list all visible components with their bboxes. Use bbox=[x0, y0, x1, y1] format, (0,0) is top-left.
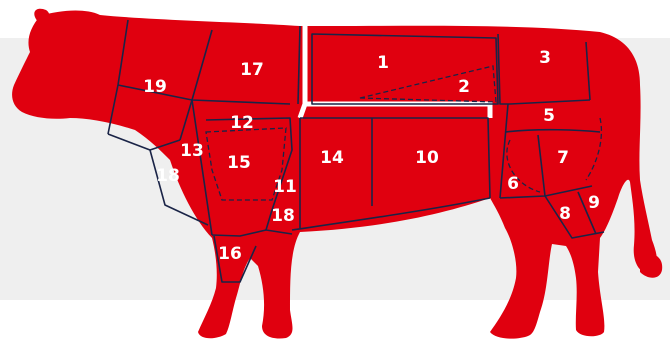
cut-label-17: 17 bbox=[240, 60, 264, 80]
cow-silhouette bbox=[12, 9, 662, 339]
cut-label-6: 6 bbox=[507, 174, 519, 194]
cut-label-14: 14 bbox=[320, 148, 344, 168]
cow-body-shape bbox=[12, 11, 657, 339]
cut-label-5: 5 bbox=[543, 106, 555, 126]
cut-label-13: 13 bbox=[180, 141, 204, 161]
cut-label-8: 8 bbox=[559, 204, 571, 224]
cut-label-10: 10 bbox=[415, 148, 439, 168]
cut-label-11: 11 bbox=[273, 177, 297, 197]
cut-label-2: 2 bbox=[458, 77, 470, 97]
cut-label-18-shoulder: 18 bbox=[156, 166, 180, 186]
cut-label-7: 7 bbox=[557, 148, 569, 168]
cut-label-15: 15 bbox=[227, 153, 251, 173]
cut-label-3: 3 bbox=[539, 48, 551, 68]
cow-tail-tip-shape bbox=[640, 254, 662, 278]
cut-label-12: 12 bbox=[230, 113, 254, 133]
cut-label-19: 19 bbox=[143, 77, 167, 97]
cut-label-18-leg: 18 bbox=[271, 206, 295, 226]
cut-label-9: 9 bbox=[588, 193, 600, 213]
cut-label-16: 16 bbox=[218, 244, 242, 264]
cut-label-1: 1 bbox=[377, 53, 389, 73]
